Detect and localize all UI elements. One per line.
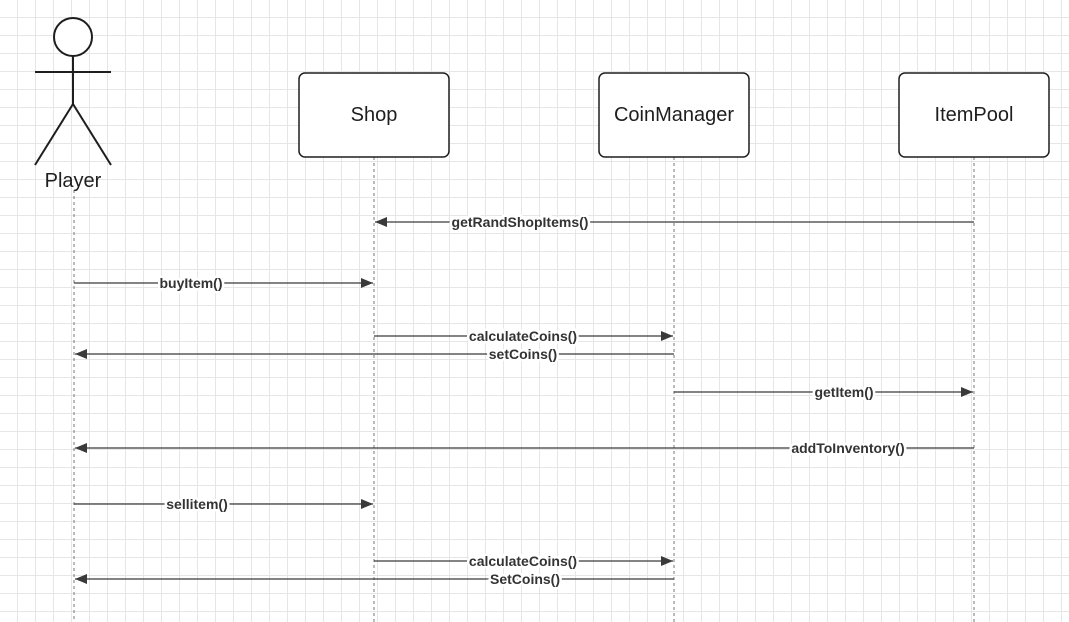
participant-label-shop: Shop — [351, 104, 398, 126]
participant-coin-manager[interactable]: CoinManager — [598, 72, 750, 158]
message-calculate-coins-1[interactable]: calculateCoins() — [374, 326, 673, 347]
message-calculate-coins-2[interactable]: calculateCoins() — [374, 551, 673, 572]
message-buy-item[interactable]: buyItem() — [74, 273, 373, 294]
actor-player[interactable]: Player — [34, 17, 112, 192]
message-label: getRandShopItems() — [452, 214, 589, 230]
participant-shop[interactable]: Shop — [298, 72, 450, 158]
message-set-coins-1[interactable]: setCoins() — [75, 344, 674, 365]
participant-box — [598, 72, 750, 158]
message-add-to-inventory[interactable]: addToInventory() — [75, 438, 974, 459]
participant-box — [898, 72, 1050, 158]
participant-label-coin-manager: CoinManager — [614, 104, 734, 126]
actor-left-leg — [34, 103, 74, 166]
message-label: SetCoins() — [490, 571, 560, 587]
actor-head — [53, 17, 93, 57]
participant-label-item-pool: ItemPool — [935, 104, 1014, 126]
message-label: buyItem() — [160, 275, 223, 291]
message-label: calculateCoins() — [469, 553, 577, 569]
message-sell-item[interactable]: sellitem() — [74, 494, 373, 515]
message-label: setCoins() — [489, 346, 557, 362]
actor-label-player: Player — [45, 170, 102, 192]
message-label: sellitem() — [166, 496, 227, 512]
message-label: getItem() — [814, 384, 873, 400]
message-label: addToInventory() — [791, 440, 904, 456]
message-set-coins-2[interactable]: SetCoins() — [75, 569, 674, 590]
actor-right-leg — [72, 103, 112, 166]
message-get-item[interactable]: getItem() — [674, 382, 973, 403]
message-get-rand-shop-items[interactable]: getRandShopItems() — [375, 212, 974, 233]
participant-box — [298, 72, 450, 158]
message-label: calculateCoins() — [469, 328, 577, 344]
participant-item-pool[interactable]: ItemPool — [898, 72, 1050, 158]
